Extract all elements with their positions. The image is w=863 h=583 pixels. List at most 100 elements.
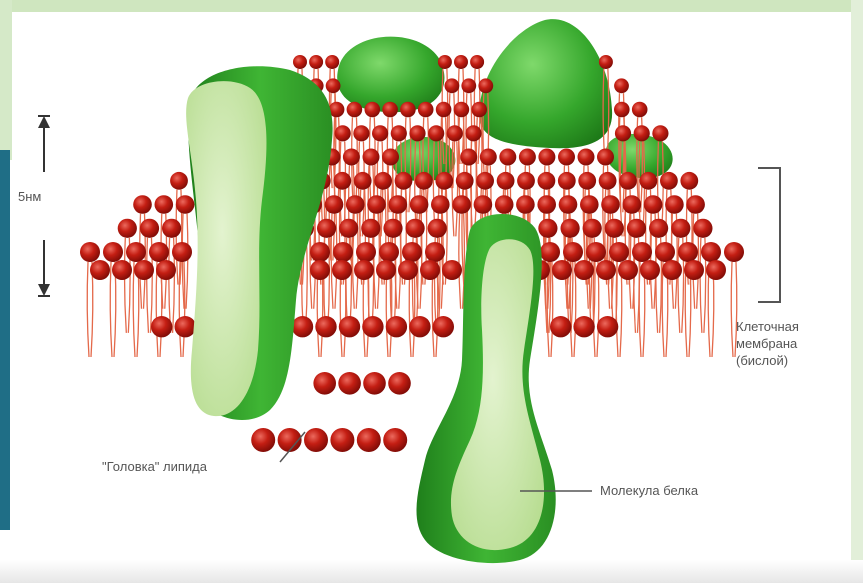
- lipid-head: [251, 428, 275, 452]
- lipid-heads: [80, 55, 744, 452]
- lipid-head: [580, 195, 599, 214]
- lipid-head: [326, 78, 341, 93]
- lipid-head: [388, 372, 411, 395]
- lipid-head: [634, 125, 650, 141]
- lipid-head: [614, 102, 630, 118]
- lipid-head: [309, 55, 323, 69]
- lipid-head: [632, 242, 652, 262]
- lipid-head: [126, 242, 146, 262]
- lipid-head: [678, 242, 698, 262]
- protein-label: Молекула белка: [600, 482, 698, 499]
- protein-top-left: [337, 37, 444, 113]
- lipid-head: [499, 149, 516, 166]
- lipid-head: [517, 172, 535, 190]
- lipid-head: [162, 219, 181, 238]
- lipid-head: [325, 195, 344, 214]
- lipid-head: [597, 316, 618, 337]
- lipid-head: [332, 260, 352, 280]
- lipid-head: [172, 242, 192, 262]
- protein-top-right: [480, 19, 613, 148]
- lipid-head: [706, 260, 726, 280]
- lipid-head: [80, 242, 100, 262]
- lipid-head: [400, 102, 416, 118]
- lipid-head: [474, 195, 493, 214]
- lipid-head: [386, 316, 407, 337]
- lipid-head: [333, 172, 351, 190]
- lipid-head: [346, 195, 365, 214]
- lipid-head: [325, 55, 339, 69]
- lipid-head: [599, 172, 617, 190]
- lipid-head: [361, 219, 380, 238]
- lipid-head: [354, 172, 372, 190]
- lipid-head: [409, 125, 425, 141]
- lipid-head: [103, 242, 123, 262]
- lipid-head: [662, 260, 682, 280]
- lipid-head: [497, 172, 515, 190]
- lipid-head: [558, 149, 575, 166]
- lipid-head: [382, 102, 398, 118]
- lipid-head: [133, 195, 152, 214]
- lipid-head: [425, 242, 445, 262]
- lipid-head: [660, 172, 678, 190]
- lipid-head: [640, 260, 660, 280]
- lipid-head: [339, 316, 360, 337]
- lipid-head: [470, 55, 484, 69]
- lipid-head: [357, 428, 381, 452]
- lipid-head: [418, 102, 434, 118]
- lipid-head: [619, 172, 637, 190]
- lipid-head: [578, 149, 595, 166]
- lipid-head: [395, 172, 413, 190]
- lipid-head: [693, 219, 712, 238]
- lipid-head: [561, 219, 580, 238]
- lipid-head: [112, 260, 132, 280]
- lipid-head: [537, 195, 556, 214]
- lipid-head: [671, 219, 690, 238]
- lipid-head: [480, 149, 497, 166]
- lipid-head: [339, 219, 358, 238]
- lipid-head: [382, 149, 399, 166]
- lipid-head: [680, 172, 698, 190]
- lipid-head: [478, 78, 493, 93]
- membrane-label-line2: мембрана: [736, 335, 846, 352]
- lipid-head: [363, 149, 380, 166]
- membrane-bracket: [758, 168, 780, 302]
- lipid-head: [538, 149, 555, 166]
- lipid-head: [406, 219, 425, 238]
- lipid-head: [665, 195, 684, 214]
- lipid-head: [640, 172, 658, 190]
- lipid-head: [586, 242, 606, 262]
- lipid-head: [330, 428, 354, 452]
- lipid-head: [170, 172, 188, 190]
- lipid-head: [428, 125, 444, 141]
- membrane-label: Клеточная мембрана (бислой): [736, 318, 846, 369]
- lipid-head: [156, 260, 176, 280]
- lipid-head: [516, 195, 535, 214]
- lipid-head: [343, 149, 360, 166]
- lipid-head: [605, 219, 624, 238]
- lipid-head: [155, 195, 174, 214]
- lipid-head: [724, 242, 744, 262]
- lipid-head: [552, 260, 572, 280]
- lipid-head: [347, 102, 363, 118]
- lipid-head: [410, 195, 429, 214]
- lipid-head: [304, 428, 328, 452]
- lipid-head: [420, 260, 440, 280]
- lipid-head: [652, 125, 668, 141]
- lipid-head: [409, 316, 430, 337]
- lipid-head: [649, 219, 668, 238]
- lipid-head: [356, 242, 376, 262]
- lipid-head: [435, 172, 453, 190]
- lipid-head: [442, 260, 462, 280]
- lipid-head: [436, 102, 452, 118]
- lipid-head: [627, 219, 646, 238]
- lipid-head: [151, 316, 172, 337]
- lipid-head-label: "Головка" липида: [102, 458, 207, 475]
- lipid-head: [118, 219, 137, 238]
- lipid-head: [684, 260, 704, 280]
- lipid-head: [175, 316, 196, 337]
- membrane-label-line1: Клеточная: [736, 318, 846, 335]
- lipid-head: [415, 172, 433, 190]
- lipid-head: [609, 242, 629, 262]
